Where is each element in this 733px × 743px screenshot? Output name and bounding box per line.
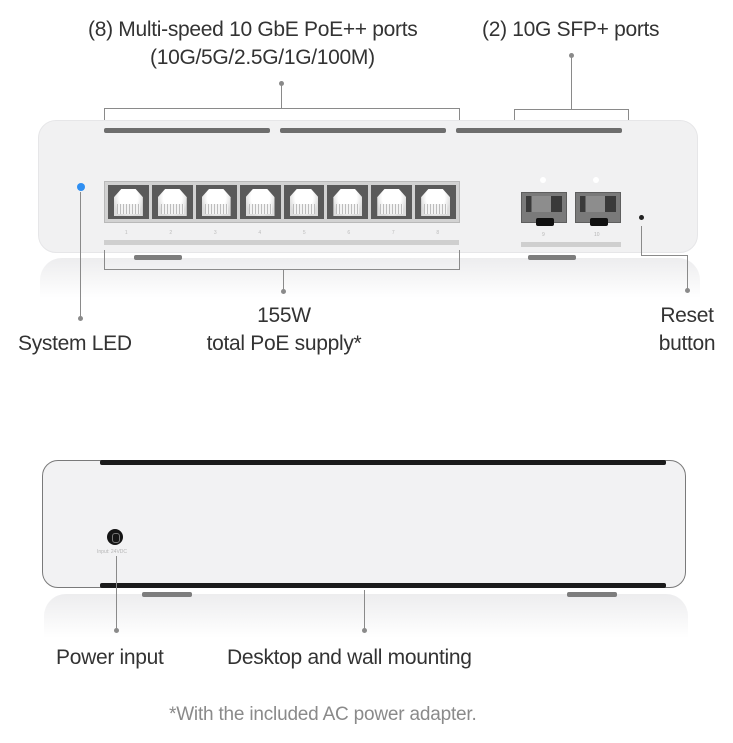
- port-label: 1: [124, 230, 128, 236]
- reset-button-icon: [639, 215, 644, 220]
- callout-line: [641, 255, 687, 256]
- sfp-led-icon: [593, 177, 599, 183]
- callout-dot: [569, 53, 574, 58]
- callout-line: [116, 556, 117, 630]
- sfp-ports-title: (2) 10G SFP+ ports: [482, 18, 660, 41]
- rj45-ports-title: (8) Multi-speed 10 GbE PoE++ ports: [88, 18, 418, 41]
- rj45-port-icon: [371, 185, 413, 219]
- mounting-label: Desktop and wall mounting: [227, 646, 472, 669]
- port-label: 2: [169, 230, 173, 236]
- front-vent-groove: [280, 128, 446, 133]
- port-label: 5: [302, 230, 306, 236]
- power-input-label: Power input: [56, 646, 164, 669]
- callout-bracket-bottom: [104, 269, 460, 270]
- port-label: 6: [347, 230, 351, 236]
- callout-dot: [362, 628, 367, 633]
- front-foot: [134, 255, 182, 260]
- poe-indicator-bar: [104, 240, 459, 245]
- callout-line: [80, 192, 81, 318]
- sfp-led-icon: [540, 177, 546, 183]
- reset-label-line2: button: [658, 332, 716, 355]
- port-label: 7: [391, 230, 395, 236]
- callout-dot: [114, 628, 119, 633]
- rj45-port-icon: [151, 185, 193, 219]
- rear-foot: [142, 592, 192, 597]
- port-label: 3: [213, 230, 217, 236]
- callout-dot: [685, 288, 690, 293]
- rj45-port-icon: [108, 185, 149, 219]
- rj45-port-icon: [239, 185, 281, 219]
- rear-foot: [567, 592, 617, 597]
- port-label: 8: [436, 230, 440, 236]
- rear-vent-slot: [100, 460, 666, 465]
- sfp-label: 10: [594, 232, 600, 238]
- callout-line: [283, 269, 284, 291]
- footnote: *With the included AC power adapter.: [169, 704, 477, 725]
- rj45-port-icon: [195, 185, 237, 219]
- front-device-reflection: [40, 258, 700, 298]
- rj45-port-icon: [283, 185, 325, 219]
- port-label: 4: [258, 230, 262, 236]
- callout-line: [364, 590, 365, 630]
- front-foot: [528, 255, 576, 260]
- callout-line: [281, 84, 282, 108]
- power-jack-icon: [107, 529, 123, 545]
- callout-bracket-left: [104, 250, 105, 270]
- sfp-port-icon: [575, 192, 621, 226]
- power-jack-label: Input: 24VDC: [97, 549, 128, 555]
- rj45-port-icon: [415, 185, 456, 219]
- sfp-port-icon: [521, 192, 567, 226]
- poe-supply-label: total PoE supply*: [206, 332, 362, 355]
- switch-rear-panel: [42, 460, 686, 588]
- reset-label-line1: Reset: [660, 304, 714, 327]
- sfp-label: 9: [542, 232, 545, 238]
- sfp-indicator-bar: [521, 242, 621, 247]
- rj45-port-labels: 1 2 3 4 5 6 7 8: [104, 230, 460, 236]
- callout-dot: [281, 289, 286, 294]
- system-led-icon: [77, 183, 85, 191]
- poe-wattage: 155W: [257, 304, 311, 327]
- callout-line: [687, 255, 688, 290]
- rj45-port-icon: [327, 185, 369, 219]
- callout-bracket-top: [104, 108, 460, 109]
- system-led-label: System LED: [18, 332, 132, 355]
- callout-bracket-top: [514, 109, 628, 110]
- callout-bracket-right: [459, 250, 460, 270]
- rj45-ports-speeds: (10G/5G/2.5G/1G/100M): [150, 46, 375, 69]
- callout-dot: [279, 81, 284, 86]
- front-vent-groove: [104, 128, 270, 133]
- callout-dot: [78, 316, 83, 321]
- rear-vent-slot: [100, 583, 666, 588]
- callout-line: [571, 56, 572, 109]
- front-vent-groove: [456, 128, 622, 133]
- callout-line: [641, 226, 642, 256]
- rj45-port-group: [104, 181, 460, 223]
